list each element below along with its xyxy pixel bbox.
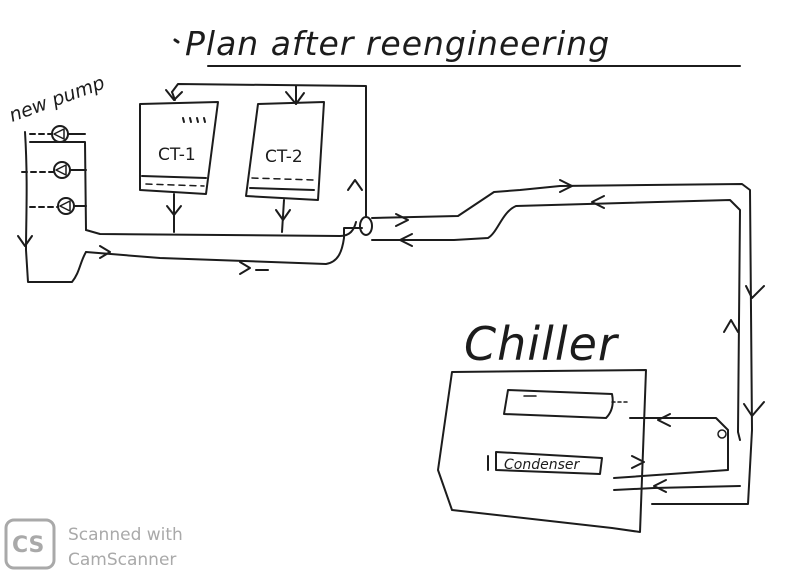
chiller: Chiller Condenser <box>437 317 741 533</box>
tower-supply-line <box>165 83 367 217</box>
cooling-tower-2: CT-2 <box>245 101 325 233</box>
riser-up-arrow-icon <box>347 179 363 191</box>
loop-inner <box>371 199 741 441</box>
watermark-logo-text: CS <box>12 533 44 558</box>
ct2-outlet-arrow-icon <box>275 209 291 221</box>
junction <box>359 216 373 236</box>
ct1-inlet-arrow-icon <box>165 89 183 101</box>
chiller-body <box>437 369 647 533</box>
ct1-body <box>139 101 219 195</box>
ct2-body <box>245 101 325 201</box>
flow-arrow-6-icon <box>723 319 739 333</box>
ct2-water-line <box>251 177 315 181</box>
loop-junction-icon <box>717 429 727 439</box>
flow-arrow-5-icon <box>745 285 765 299</box>
chiller-loop <box>371 179 765 505</box>
flow-arrow-2-icon <box>399 233 413 247</box>
chiller-arrow-3-icon <box>653 479 667 493</box>
watermark: CS Scanned with CamScanner <box>4 518 183 570</box>
return-arrow-left-icon <box>99 245 111 259</box>
pump-2-arrow-icon <box>55 164 67 176</box>
pump-1-arrow-icon <box>53 128 65 140</box>
collection-line-upper <box>85 221 357 237</box>
condenser-label: Condenser <box>504 457 580 473</box>
return-arrow-mid-icon <box>239 261 251 275</box>
condenser-feed <box>613 417 729 479</box>
pump-header-top <box>29 141 87 231</box>
chiller-arrow-2-icon <box>631 455 645 469</box>
flow-arrow-3-icon <box>559 179 573 193</box>
ct1-label: CT-1 <box>158 145 196 165</box>
junction-valve-icon <box>359 216 373 236</box>
supply-line-top <box>171 83 367 217</box>
pump-3-arrow-icon <box>59 200 71 212</box>
ct2-basin-line <box>249 187 315 191</box>
pump-label: new pump <box>6 72 107 127</box>
ct2-label: CT-2 <box>265 147 303 167</box>
watermark-line-1: Scanned with <box>68 525 183 545</box>
ct1-water-line <box>141 175 207 179</box>
flow-arrow-1-icon <box>395 213 409 227</box>
ct1-fill-marks <box>182 117 206 123</box>
title-dot <box>173 38 180 44</box>
loop-outer <box>371 183 753 505</box>
pump-bank <box>17 125 87 283</box>
flow-arrow-4-icon <box>591 195 605 209</box>
cooling-tower-1: CT-1 <box>139 101 219 233</box>
watermark-line-2: CamScanner <box>68 550 176 570</box>
evaporator <box>503 389 614 419</box>
chiller-arrow-1-icon <box>657 413 671 427</box>
ct1-basin-line <box>145 183 205 187</box>
condenser-return <box>613 485 741 491</box>
ct2-outlet-pipe <box>281 199 285 233</box>
collection-line-lower <box>85 227 363 265</box>
diagram-title: Plan after reengineering <box>185 24 610 63</box>
chiller-label: Chiller <box>464 317 620 371</box>
ct1-outlet-arrow-icon <box>166 205 182 216</box>
collection-header <box>85 179 363 275</box>
title-group: Plan after reengineering <box>173 24 741 67</box>
camscanner-logo-icon <box>4 518 56 570</box>
header-down-arrow-icon <box>17 235 33 247</box>
condenser-box <box>495 451 603 475</box>
flow-arrow-7-icon <box>743 401 765 417</box>
